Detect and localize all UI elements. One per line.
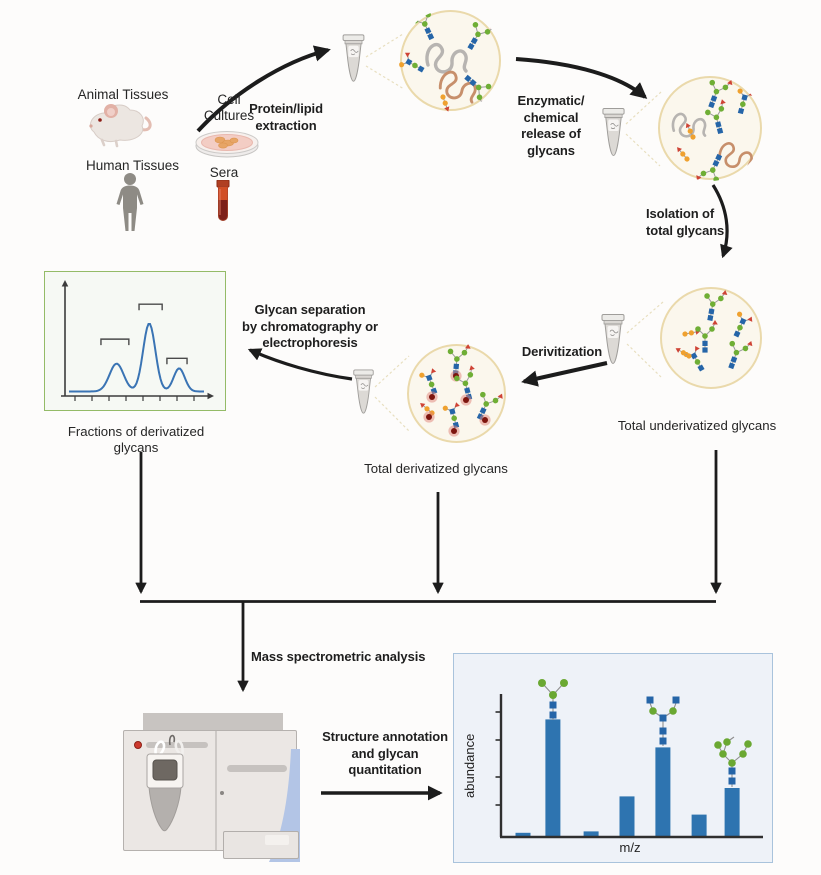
ms-power-light — [134, 741, 142, 749]
glycoprotein-magnified-circle-icon — [399, 9, 501, 112]
glycan-annotation-bar7 — [714, 736, 752, 787]
label-cell-cultures: Cell Cultures — [203, 92, 255, 123]
label-derivitization: Derivitization — [521, 344, 603, 359]
spectrum-ylabel: abundance — [462, 733, 477, 799]
label-human-tissues: Human Tissues — [85, 158, 180, 173]
label-sera: Sera — [209, 165, 239, 180]
arrow-enzymatic-release — [515, 57, 648, 99]
ms-button-dot — [220, 791, 224, 795]
label-structure-annotation: Structure annotation and glycan quantita… — [322, 729, 448, 777]
caption-fractions: Fractions of derivatized glycans — [67, 424, 205, 455]
label-enzymatic-release: Enzymatic/ chemical release of glycans — [517, 93, 585, 158]
caption-derivatized: Total derivatized glycans — [364, 461, 508, 476]
spectrum-bar — [515, 832, 531, 837]
spectrum-y-ticks — [495, 711, 501, 806]
mass-spectrum-plot — [495, 679, 763, 839]
human-silhouette-icon — [116, 173, 144, 231]
label-isolation: Isolation of total glycans — [646, 206, 725, 238]
mass-spectrometer-icon — [123, 713, 305, 863]
ms-panel-divider — [215, 731, 217, 850]
spectrum-bars — [515, 719, 740, 837]
mass-spectrum-panel: abundance m/z — [453, 653, 773, 863]
chromatogram-plot — [61, 280, 214, 401]
spectrum-bar — [583, 831, 599, 837]
glycan-annotation-bar5 — [646, 696, 680, 746]
spectrum-bar — [724, 788, 740, 837]
released-glycans-magnified-circle-icon — [658, 75, 762, 181]
fraction-bracket — [100, 338, 130, 346]
microcentrifuge-tube-icon — [353, 369, 374, 414]
arrow-glycan-separation — [247, 348, 353, 381]
label-glycan-separation: Glycan separation by chromatography or e… — [242, 302, 378, 350]
arrow-derivitization — [521, 361, 608, 387]
glycan-annotation-bar2 — [538, 679, 568, 720]
ms-drawer-tab — [265, 835, 289, 845]
label-protein-lipid-extraction: Protein/lipid extraction — [249, 101, 323, 133]
spectrum-bar — [691, 814, 707, 837]
fraction-bracket — [166, 357, 188, 365]
spectrum-axes — [499, 694, 763, 839]
chromatogram-trace — [69, 323, 204, 393]
chromatogram-x-ticks — [74, 396, 195, 401]
cell-colonies — [214, 136, 239, 149]
fraction-bracket — [138, 303, 163, 311]
underivatized-glycans-magnified-circle-icon — [660, 286, 762, 389]
spectrum-bar — [655, 747, 671, 837]
label-animal-tissues: Animal Tissues — [77, 87, 169, 102]
spectrum-bar — [619, 796, 635, 837]
chromatogram-axes — [61, 285, 209, 397]
ms-handle-bar — [227, 765, 287, 772]
arrow-isolation — [711, 184, 733, 259]
label-mass-spectrometric-analysis: Mass spectrometric analysis — [251, 649, 426, 664]
ms-ion-source-icon — [146, 753, 184, 832]
ms-top-bar — [143, 713, 283, 731]
microcentrifuge-tube-icon — [602, 107, 625, 157]
petri-dish-icon — [195, 131, 259, 158]
chromatogram-panel — [44, 271, 226, 411]
microcentrifuge-tube-icon — [342, 34, 365, 82]
arrow-protein-lipid-extraction — [196, 45, 331, 133]
magnifier-fan-lines — [365, 33, 664, 432]
serum-tube-icon — [216, 180, 230, 221]
mouse-icon — [89, 104, 152, 148]
spectrum-xlabel: m/z — [619, 840, 641, 855]
caption-underivatized: Total underivatized glycans — [617, 418, 777, 433]
derivatized-glycans-magnified-circle-icon — [407, 343, 506, 443]
spectrum-bar — [545, 719, 561, 837]
